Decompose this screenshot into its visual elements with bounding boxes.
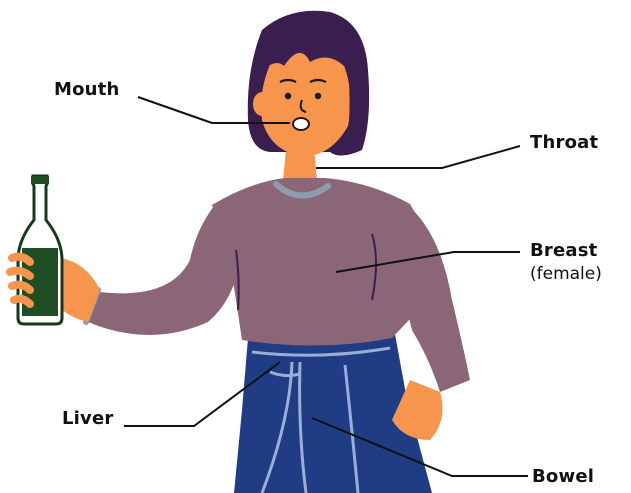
sweater-sleeve-left — [88, 206, 240, 335]
label-throat: Throat — [530, 132, 598, 153]
label-bowel: Bowel — [532, 466, 594, 487]
eye-right — [315, 93, 321, 99]
label-liver: Liver — [62, 408, 113, 429]
ear-left — [253, 92, 271, 116]
bottle-cap — [31, 176, 49, 184]
sweater-sleeve-right — [400, 202, 470, 392]
eye-left — [285, 93, 291, 99]
mouth — [293, 118, 309, 130]
face — [261, 49, 351, 156]
label-breast: Breast — [530, 240, 597, 261]
label-mouth: Mouth — [54, 79, 120, 100]
label-breast-note: (female) — [530, 264, 602, 284]
